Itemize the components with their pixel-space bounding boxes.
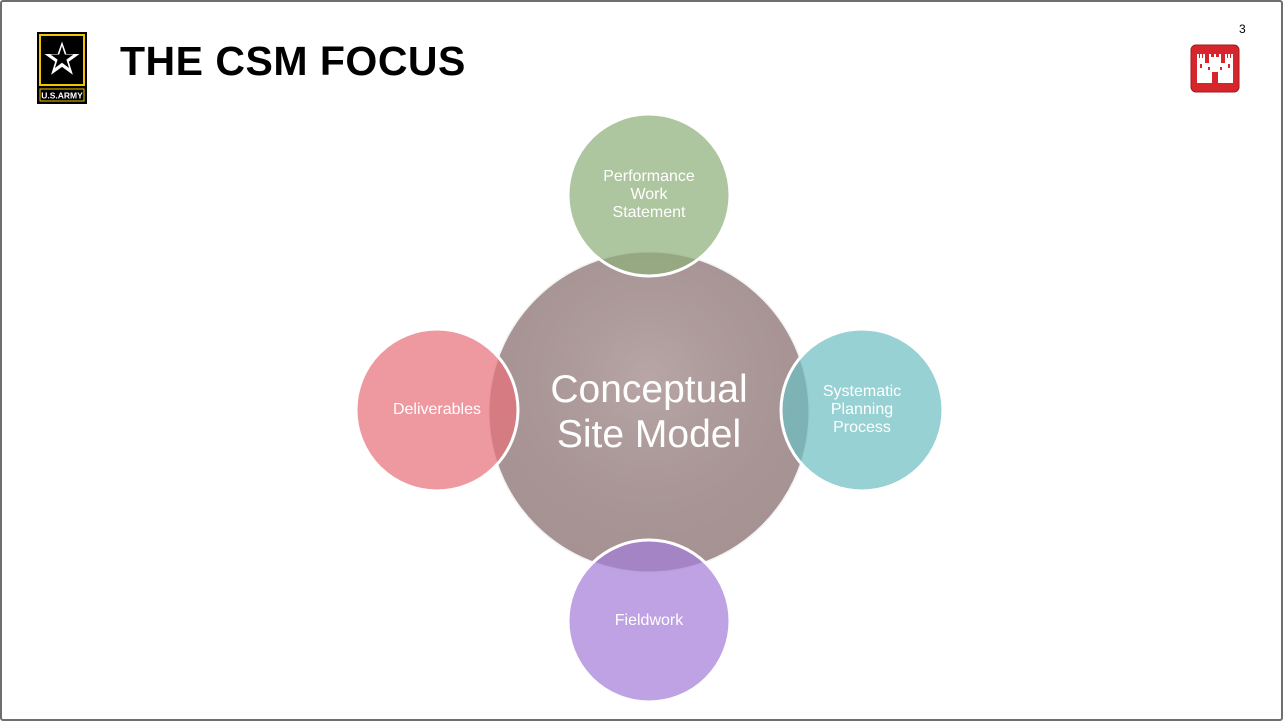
svg-text:U.S.ARMY: U.S.ARMY xyxy=(41,91,83,101)
slide-title: THE CSM FOCUS xyxy=(120,38,466,84)
deliverables-label: Deliverables xyxy=(392,401,482,418)
usace-castle-logo xyxy=(1190,44,1240,93)
conceptual-site-model-label: Conceptual Site Model xyxy=(550,368,748,456)
systematic-planning-process-label: Systematic Planning Process xyxy=(822,383,902,436)
fieldwork-circle xyxy=(566,538,732,704)
page-number: 3 xyxy=(1239,22,1246,36)
deliverables-circle xyxy=(354,327,520,493)
performance-work-statement-label: Performance Work Statement xyxy=(603,168,695,221)
us-army-logo: U.S.ARMY xyxy=(37,32,87,104)
performance-work-statement-circle xyxy=(566,112,732,278)
fieldwork-label: Fieldwork xyxy=(614,612,684,629)
systematic-planning-process-circle xyxy=(779,327,945,493)
